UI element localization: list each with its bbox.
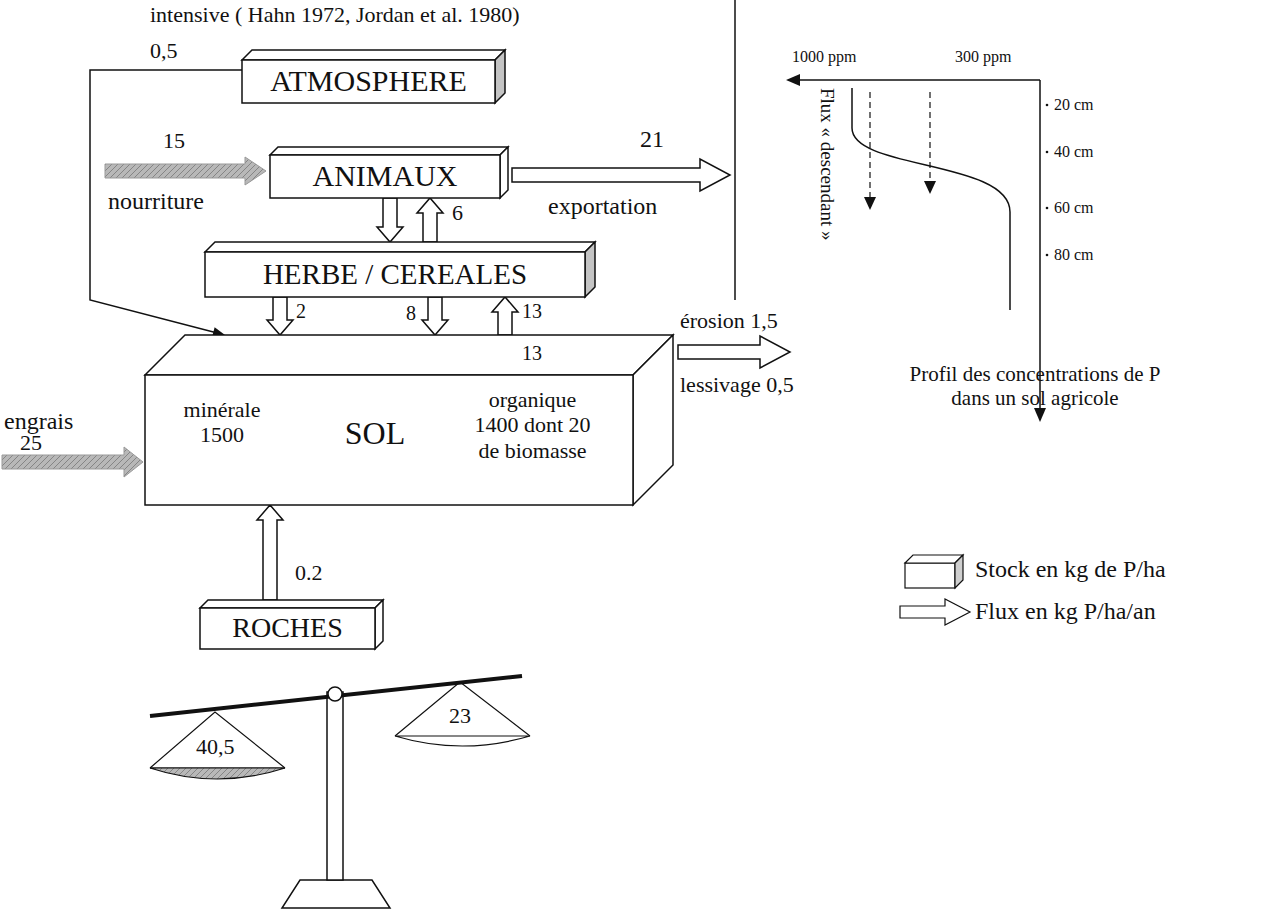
axis-line — [1039, 80, 1041, 410]
flow-value: 6 — [452, 200, 463, 225]
annotation: intensive ( Hahn 1972, Jordan et al. 198… — [150, 2, 520, 27]
balance-pivot — [328, 687, 342, 701]
balance-left-pan — [150, 768, 285, 779]
box-title: ATMOSPHERE — [270, 64, 467, 99]
annotation: 40,5 — [196, 734, 235, 759]
flow-arrow-shape — [257, 505, 283, 600]
flow-arrow — [267, 297, 293, 335]
flow-arrow — [492, 297, 518, 335]
flow-arrow — [417, 198, 443, 242]
food-input-arrow — [105, 157, 266, 185]
stock-box: ROCHES — [200, 600, 383, 649]
erosion-arrow — [678, 336, 790, 368]
box-side-face — [500, 147, 508, 198]
box-label-area: ATMOSPHERE — [242, 60, 495, 103]
box-title: ROCHES — [232, 612, 342, 644]
stock-box: ATMOSPHERE — [242, 50, 505, 103]
tick-dot — [1046, 254, 1049, 257]
soil-stock-box: minérale 1500 SOL organique 1400 dont 20 d… — [145, 335, 673, 505]
flux-dashed-arrow — [869, 92, 870, 198]
box-front-face — [205, 252, 585, 297]
axis-line — [796, 79, 1040, 81]
annotation: 20 cm — [1054, 96, 1094, 114]
annotation: Profil des concentrations de P dans un s… — [890, 362, 1180, 410]
annotation: 60 cm — [1054, 199, 1094, 217]
annotation: 80 cm — [1054, 246, 1094, 264]
stock-value: organique 1400 dont 20 de biomasse — [465, 387, 600, 463]
annotation: exportation — [548, 193, 657, 221]
box-front-face — [242, 60, 495, 103]
box-front-face — [145, 375, 633, 505]
flow-arrow — [422, 297, 448, 335]
flow-value: 8 — [406, 302, 416, 325]
flow-value: 0.2 — [295, 560, 323, 585]
box-side-face — [585, 242, 595, 297]
flux-arrowhead — [924, 181, 936, 194]
annotation: 21 — [640, 126, 664, 154]
stock-legend-box — [905, 555, 963, 563]
box-top-face — [145, 335, 673, 375]
annotation: 13 — [522, 342, 542, 365]
axis-caption: Flux « descendant » — [816, 88, 838, 241]
annotation: 23 — [449, 703, 471, 728]
box-label-area: HERBE / CEREALES — [205, 252, 585, 297]
stock-box: HERBE / CEREALES — [205, 242, 595, 297]
balance-right-pan — [395, 736, 530, 746]
flow-arrow-shape — [492, 297, 518, 335]
box-top-face — [200, 600, 383, 608]
flux-dashed-arrow — [929, 92, 930, 182]
box-top-face — [270, 147, 508, 155]
balance-base — [282, 880, 390, 908]
annotation: 15 — [163, 128, 185, 153]
annotation: 1000 ppm — [792, 48, 856, 66]
stock-value: minérale 1500 — [167, 397, 277, 448]
flow-arrow — [257, 505, 283, 600]
annotation: nourriture — [108, 188, 204, 216]
tick-dot — [1046, 104, 1049, 107]
flow-arrow-shape — [417, 198, 443, 242]
concentration-curve — [852, 88, 1010, 310]
tick-dot — [1046, 207, 1049, 210]
balance-pillar — [327, 692, 343, 880]
box-label-area: ANIMAUX — [270, 155, 500, 198]
box-side-face — [633, 335, 673, 505]
flow-arrow-shape — [267, 297, 293, 335]
stock-legend-box — [955, 555, 963, 588]
box-title: HERBE / CEREALES — [263, 258, 527, 291]
legend-text: Stock en kg de P/ha — [975, 556, 1166, 584]
box-title: ANIMAUX — [313, 159, 458, 194]
flow-value: 0,5 — [150, 38, 178, 63]
box-front-face — [200, 608, 375, 649]
flow-value: 13 — [522, 300, 542, 323]
flow-arrow-shape — [422, 297, 448, 335]
stock-legend-box — [905, 563, 955, 588]
box-top-face — [205, 242, 595, 252]
box-front-face — [270, 155, 500, 198]
divider-line — [734, 0, 736, 300]
flux-legend-arrow — [900, 599, 970, 625]
box-top-face — [242, 50, 505, 60]
balance-pan-strings — [150, 712, 285, 768]
annotation: 300 ppm — [955, 48, 1011, 66]
annotation: 40 cm — [1054, 143, 1094, 161]
legend-text: Flux en kg P/ha/an — [975, 598, 1156, 626]
annotation: 25 — [20, 430, 42, 455]
flow-arrow — [377, 198, 403, 242]
box-side-face — [375, 600, 383, 649]
tick-dot — [1046, 151, 1049, 154]
stock-box: ANIMAUX — [270, 147, 508, 198]
box-title: SOL — [325, 415, 425, 452]
annotation: lessivage 0,5 — [680, 372, 794, 397]
flow-value: 2 — [296, 300, 306, 323]
flux-arrowhead — [864, 197, 876, 210]
box-label-area: ROCHES — [200, 608, 375, 649]
flow-arrow-shape — [377, 198, 403, 242]
axis-arrowhead — [786, 74, 800, 86]
balance-pan-strings — [395, 682, 530, 736]
export-arrow — [512, 159, 730, 191]
annotation: érosion 1,5 — [680, 308, 778, 333]
box-side-face — [495, 50, 505, 103]
